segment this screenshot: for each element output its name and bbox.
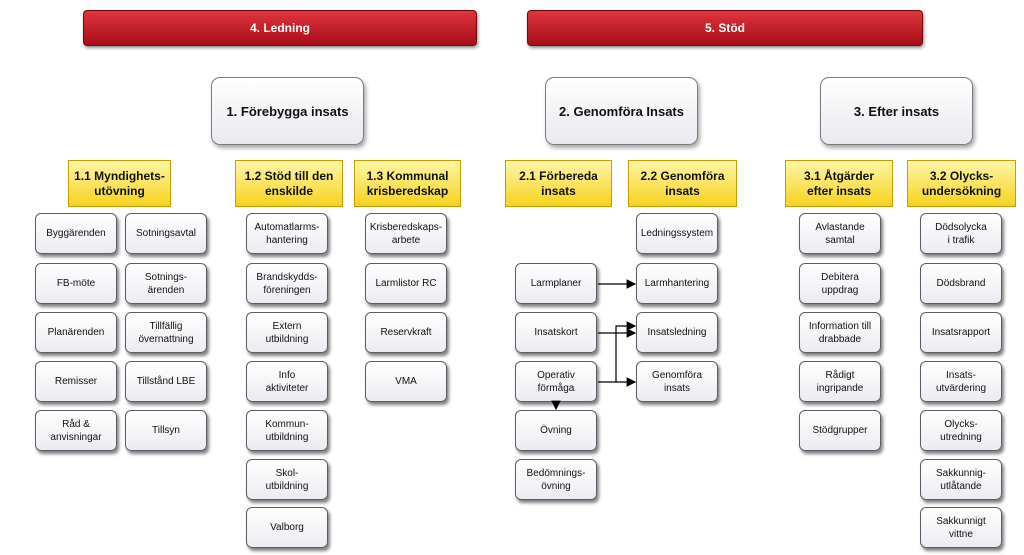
item-avlastande-samtal: Avlastande samtal [799,213,881,254]
item-tillfallig-overnattning: Tillfällig övernattning [125,312,207,353]
item-insatskort: Insatskort [515,312,597,353]
item-remisser: Remisser [35,361,117,402]
item-information-drabbade: Information till drabbade [799,312,881,353]
item-skolutbildning: Skol- utbildning [246,459,328,500]
category-krisberedskap: 1.3 Kommunal krisberedskap [354,160,461,207]
item-tillstand-lbe: Tillstånd LBE [125,361,207,402]
ledning-bar: 4. Ledning [83,10,477,46]
item-tillsyn: Tillsyn [125,410,207,451]
arrow-operativ-insatsledning [598,321,637,383]
item-kommunutbildning: Kommun- utbildning [246,410,328,451]
item-ovning: Övning [515,410,597,451]
ledning-bar-label: 4. Ledning [250,21,310,35]
item-bedomningsovning: Bedömnings- övning [515,459,597,500]
item-larmlistor-rc: Larmlistor RC [365,263,447,304]
item-krisberedskapsarbete: Krisberedskaps- arbete [365,213,447,254]
item-brandskyddsforeningen: Brandskydds- föreningen [246,263,328,304]
item-ledningssystem: Ledningssystem [636,213,718,254]
stod-bar-label: 5. Stöd [704,21,745,35]
item-reservkraft: Reservkraft [365,312,447,353]
category-stod-enskilde: 1.2 Stöd till den enskilde [235,160,343,207]
category-atgarder-efter: 3.1 Åtgärder efter insats [785,160,893,207]
item-sotningsavtal: Sotningsavtal [125,213,207,254]
item-debitera-uppdrag: Debitera uppdrag [799,263,881,304]
item-extern-utbildning: Extern utbildning [246,312,328,353]
item-valborg: Valborg [246,507,328,548]
item-larmhantering: Larmhantering [636,263,718,304]
item-dodsbrand: Dödsbrand [920,263,1002,304]
item-byggarenden: Byggärenden [35,213,117,254]
item-insatsutvardering: Insats- utvärdering [920,361,1002,402]
item-sakkunnigt-vittne: Sakkunnigt vittne [920,507,1002,548]
stod-bar: 5. Stöd [527,10,923,46]
item-operativ-formaga: Operativ förmåga [515,361,597,402]
item-radigt-ingripande: Rådigt ingripande [799,361,881,402]
item-insatsledning: Insatsledning [636,312,718,353]
item-rad-anvisningar: Råd & anvisningar [35,410,117,451]
item-stodgrupper: Stödgrupper [799,410,881,451]
item-info-aktiviteter: Info aktiviteter [246,361,328,402]
item-dodsolycka-trafik: Dödsolycka i trafik [920,213,1002,254]
item-olycksutredning: Olycks- utredning [920,410,1002,451]
item-fb-mote: FB-möte [35,263,117,304]
item-insatsrapport: Insatsrapport [920,312,1002,353]
category-forbereda-insats: 2.1 Förbereda insats [505,160,612,207]
item-planarenden: Planärenden [35,312,117,353]
item-sotningsarenden: Sotnings- ärenden [125,263,207,304]
category-genomfora-insats: 2.2 Genomföra insats [628,160,737,207]
item-automatlarmshantering: Automatlarms- hantering [246,213,328,254]
item-sakkunnigutlatande: Sakkunnig- utlåtande [920,459,1002,500]
item-genomfora-insats: Genomföra insats [636,361,718,402]
item-vma: VMA [365,361,447,402]
phase-genomfora: 2. Genomföra Insats [545,77,698,145]
category-myndighetsutovning: 1.1 Myndighets- utövning [68,160,171,207]
phase-efter: 3. Efter insats [820,77,973,145]
item-larmplaner: Larmplaner [515,263,597,304]
phase-forebygga: 1. Förebygga insats [211,77,364,145]
category-olycksundersokning: 3.2 Olycks- undersökning [907,160,1016,207]
